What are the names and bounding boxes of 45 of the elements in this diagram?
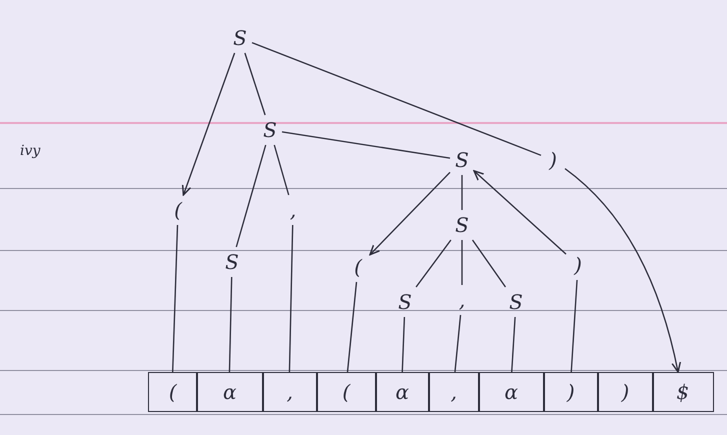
tree-line xyxy=(228,276,232,372)
input-token: α xyxy=(375,372,430,412)
tree-line xyxy=(472,240,506,288)
tree-line xyxy=(461,240,463,285)
tree-line xyxy=(244,52,266,116)
grammar-symbol: S xyxy=(260,117,280,143)
tree-line xyxy=(511,316,516,372)
grammar-symbol: S xyxy=(506,289,526,315)
arrow xyxy=(473,170,566,255)
arrow xyxy=(182,52,236,196)
tree-line xyxy=(416,240,452,288)
tree-line xyxy=(236,144,266,248)
tree-line xyxy=(570,280,578,372)
tree-line xyxy=(274,144,290,196)
tree-line xyxy=(172,224,178,372)
grammar-symbol: ) xyxy=(543,147,563,173)
tree-line xyxy=(282,131,450,159)
tree-line xyxy=(252,42,542,156)
arrow xyxy=(564,168,681,373)
tree-line xyxy=(454,314,462,372)
input-token: , xyxy=(262,372,318,412)
input-token: α xyxy=(478,372,544,412)
grammar-symbol: ( xyxy=(348,254,368,280)
grammar-symbol: S xyxy=(395,289,415,315)
grammar-symbol: , xyxy=(452,287,472,313)
grammar-symbol: ) xyxy=(568,252,588,278)
input-token: ( xyxy=(148,372,198,412)
grammar-symbol: S xyxy=(222,249,242,275)
grammar-symbol: ( xyxy=(168,197,188,223)
input-token: , xyxy=(428,372,480,412)
grammar-symbol: S xyxy=(452,147,472,173)
input-token: α xyxy=(196,372,264,412)
tree-line xyxy=(402,316,406,372)
input-token: ) xyxy=(597,372,654,412)
input-token: $ xyxy=(652,372,714,412)
tree-line xyxy=(288,224,294,372)
tree-line xyxy=(461,175,463,210)
arrow xyxy=(369,172,450,256)
tree-line xyxy=(346,282,358,372)
grammar-symbol: , xyxy=(283,197,303,223)
grammar-symbol: S xyxy=(230,25,250,51)
margin-note: ivy xyxy=(20,143,40,159)
grammar-symbol: S xyxy=(452,212,472,238)
input-token: ) xyxy=(543,372,598,412)
input-token: ( xyxy=(316,372,376,412)
